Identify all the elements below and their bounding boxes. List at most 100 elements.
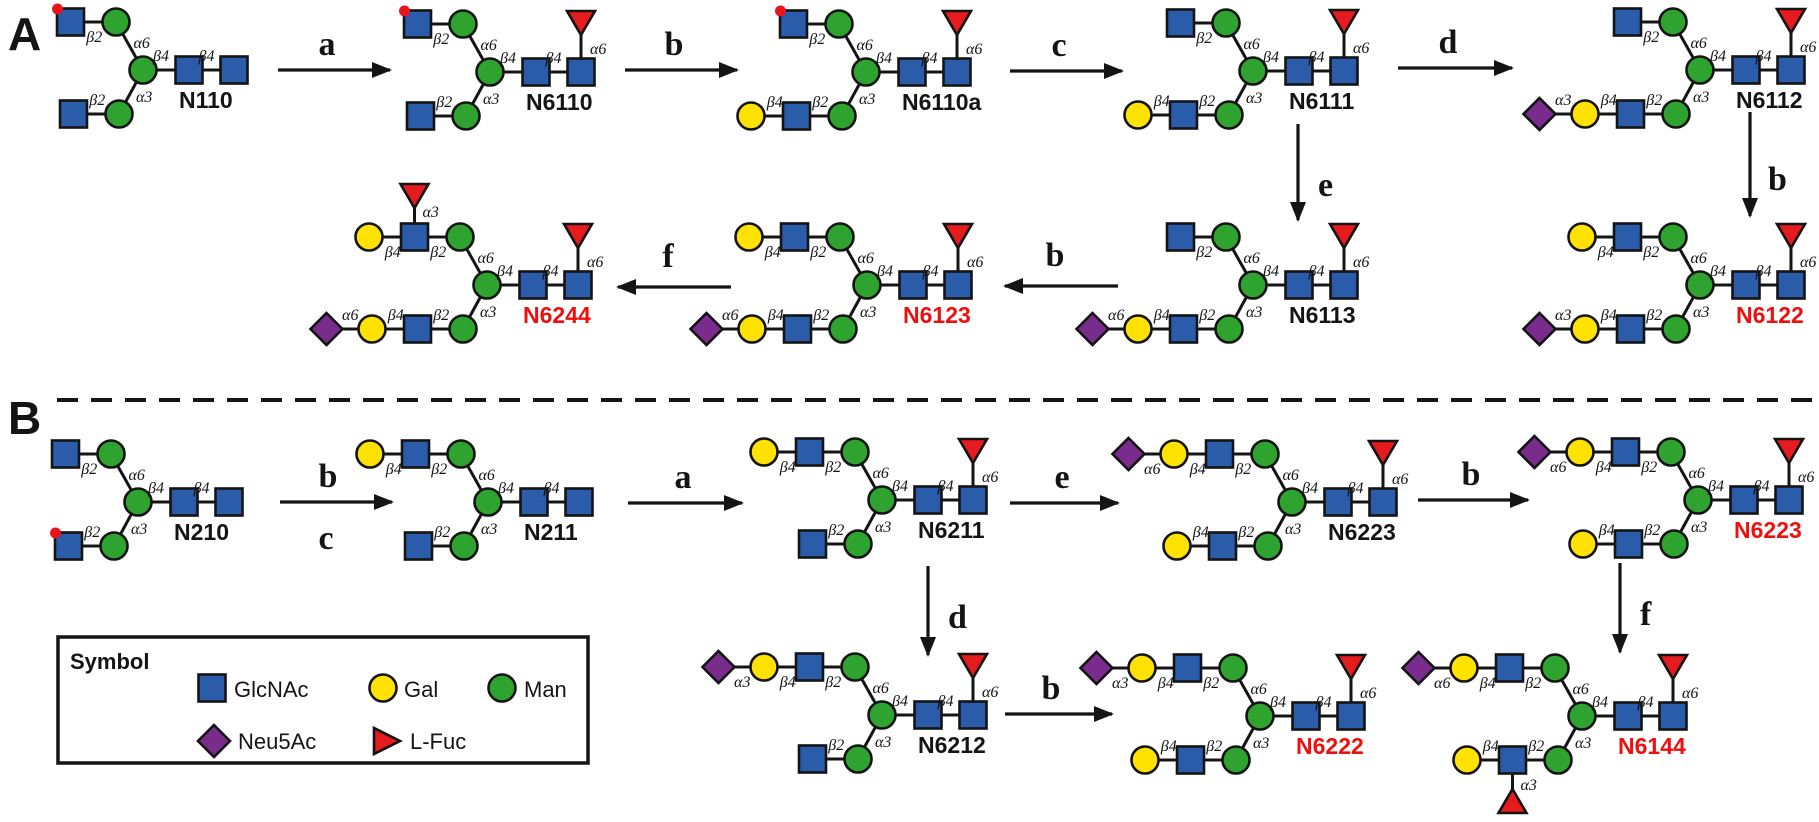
legend-label-Gal: Gal <box>404 677 438 702</box>
linkage-label: α6 <box>1550 459 1566 476</box>
gal-icon <box>1123 100 1153 130</box>
linkage-label: β4 <box>1709 263 1726 280</box>
man-icon <box>1659 529 1689 559</box>
linkage-label: α3 <box>734 674 750 691</box>
linkage-label: α6 <box>1800 254 1816 271</box>
reaction-arrow-f-14: f <box>1612 563 1652 654</box>
linkage-label: α6 <box>1800 39 1816 56</box>
legend-box <box>56 635 590 765</box>
linkage-label: β4 <box>387 307 404 324</box>
linkage-label: β4 <box>767 307 784 324</box>
structure-name-N6113: N6113 <box>1289 302 1356 328</box>
linkage-label: α6 <box>1244 36 1260 53</box>
linkage-label: β4 <box>1591 694 1608 711</box>
man-icon <box>96 439 126 469</box>
linkage-label: α6 <box>858 250 874 267</box>
linkage-label: β4 <box>1192 524 1209 541</box>
gal-icon <box>749 437 779 467</box>
linkage-label: α6 <box>966 41 982 58</box>
man-icon <box>449 531 479 561</box>
arrow-step-label: f <box>662 238 674 275</box>
man-icon <box>1211 222 1241 252</box>
linkage-label: β2 <box>435 94 452 111</box>
linkage-label: β2 <box>811 94 828 111</box>
glcnac-icon <box>1612 222 1643 252</box>
linkage-label: α3 <box>136 89 152 106</box>
man-icon <box>1685 55 1715 85</box>
linkage-label: α3 <box>1555 92 1571 109</box>
tag-dot-icon <box>50 527 61 539</box>
glcnac-icon <box>1776 270 1806 300</box>
glcnac-icon <box>1204 439 1235 469</box>
linkage-label: β4 <box>147 480 164 497</box>
man-icon <box>1661 314 1691 344</box>
reaction-arrow-b-13: b <box>1005 670 1114 722</box>
linkage-label: α3 <box>1112 675 1128 692</box>
structure-name-N210: N210 <box>174 519 229 545</box>
linkage-label: β2 <box>1198 307 1215 324</box>
linkage-label: β4 <box>1597 244 1614 261</box>
gal-icon <box>357 314 387 344</box>
glcnac-icon <box>521 57 551 87</box>
linkage-label: β4 <box>1479 675 1496 692</box>
structure-name-N6223: N6223 <box>1328 519 1396 545</box>
lfuc-icon <box>561 222 595 251</box>
linkage-label: β4 <box>1262 49 1279 66</box>
structure-name-N6244: N6244 <box>523 302 591 328</box>
man-icon <box>828 314 858 344</box>
linkage-label: β4 <box>779 459 796 476</box>
man-icon <box>1214 314 1244 344</box>
linkage-label: β4 <box>1269 694 1286 711</box>
linkage-label: α6 <box>1691 250 1707 267</box>
linkage-label: β2 <box>824 459 841 476</box>
linkage-label: β4 <box>198 48 215 65</box>
linkage-label: α3 <box>1555 307 1571 324</box>
neu5ac-icon <box>1400 650 1437 686</box>
man-icon <box>1543 745 1573 775</box>
arrow-step-label: b <box>1462 456 1481 493</box>
man-icon <box>101 7 131 37</box>
linkage-label: α6 <box>967 254 983 271</box>
linkage-label: α6 <box>1353 254 1369 271</box>
linkage-label: α6 <box>1573 681 1589 698</box>
linkage-label: β2 <box>433 524 450 541</box>
structure-name-N6110: N6110 <box>526 89 593 115</box>
linkage-label: β2 <box>824 674 841 691</box>
linkage-label: β2 <box>1234 461 1251 478</box>
glcnac-icon <box>1615 99 1646 129</box>
linkage-label: β2 <box>88 92 105 109</box>
linkage-label: β2 <box>432 31 449 48</box>
linkage-label: β4 <box>496 263 513 280</box>
lfuc-icon <box>1366 439 1400 468</box>
man-icon <box>1661 99 1691 129</box>
linkage-label: β2 <box>1237 524 1254 541</box>
linkage-label: β2 <box>1205 738 1222 755</box>
gal-icon <box>1567 222 1597 252</box>
linkage-label: β4 <box>922 263 939 280</box>
lfuc-icon <box>1656 653 1690 682</box>
arrow-step-label: d <box>1439 24 1458 61</box>
man-icon <box>1221 745 1251 775</box>
lfuc-icon <box>1327 8 1361 37</box>
linkage-label: α6 <box>1283 467 1299 484</box>
linkage-label: β2 <box>1642 244 1659 261</box>
linkage-label: α6 <box>129 467 145 484</box>
linkage-label: β4 <box>1753 478 1770 495</box>
gal-icon <box>1127 653 1157 683</box>
man-icon <box>852 270 882 300</box>
man-icon <box>843 529 873 559</box>
linkage-label: β2 <box>1527 738 1544 755</box>
linkage-label: β4 <box>545 50 562 67</box>
reaction-arrow-d-3: d <box>1398 24 1514 76</box>
man-icon <box>445 222 475 252</box>
lfuc-icon <box>1774 7 1808 36</box>
linkage-label: β4 <box>497 480 514 497</box>
legend-label-Neu5Ac: Neu5Ac <box>238 729 316 754</box>
linkage-label: β2 <box>429 244 446 261</box>
linkage-label: β4 <box>937 478 954 495</box>
linkage-label: α3 <box>131 521 147 538</box>
